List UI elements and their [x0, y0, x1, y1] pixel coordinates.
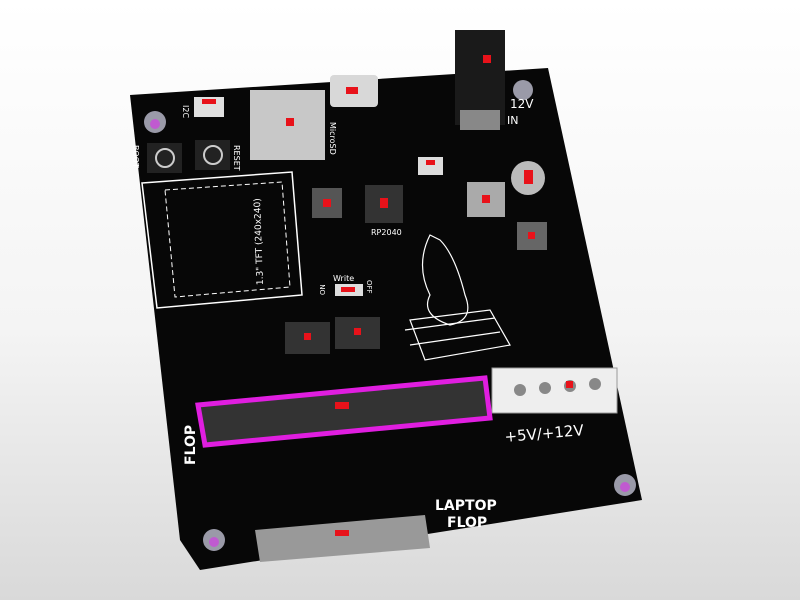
- label-microsd: MicroSD: [328, 122, 337, 155]
- microsd-slot: [250, 90, 325, 160]
- molex-power-connector: [491, 367, 618, 414]
- label-tft: 1.3" TFT (240x240): [253, 198, 266, 285]
- i2c-connector: [194, 97, 224, 117]
- label-off: OFF: [365, 280, 373, 294]
- label-reset: RESET: [232, 145, 241, 171]
- laptop-ffc-connector: [255, 515, 430, 562]
- mounting-hole: [144, 111, 166, 133]
- label-i2c: I2C: [181, 105, 190, 118]
- mounting-hole: [614, 474, 636, 496]
- mounting-hole: [203, 529, 225, 551]
- rp2040-chip: [365, 185, 403, 223]
- label-write: Write: [333, 274, 354, 283]
- boot-button: [147, 143, 182, 173]
- pcb-board: [130, 68, 642, 570]
- capacitor: [511, 161, 545, 195]
- reset-button: [195, 140, 230, 170]
- write-protect-switch: [335, 284, 363, 296]
- driver-chip: [335, 317, 380, 349]
- flash-chip: [312, 188, 342, 218]
- regulator-chip: [467, 182, 505, 217]
- mounting-hole: [513, 80, 533, 100]
- header-small: [418, 157, 443, 175]
- label-on: ON: [319, 284, 327, 295]
- label-12v: 12V: [510, 97, 534, 111]
- label-laptop: LAPTOP: [435, 498, 497, 514]
- floppy-idc-header: [195, 375, 493, 448]
- label-laptop-flop: FLOP: [447, 515, 487, 531]
- tft-display-outline: [141, 171, 303, 309]
- usb-c-connector: [330, 75, 378, 107]
- label-boot: BOOT: [131, 145, 140, 168]
- label-flop: FLOP: [183, 425, 199, 465]
- rabbit-artwork: [404, 234, 511, 361]
- driver-chip: [285, 322, 330, 354]
- ic-chip: [517, 222, 547, 250]
- dc-barrel-jack: [455, 30, 505, 130]
- label-rp2040: RP2040: [371, 228, 402, 237]
- label-in: IN: [507, 114, 518, 127]
